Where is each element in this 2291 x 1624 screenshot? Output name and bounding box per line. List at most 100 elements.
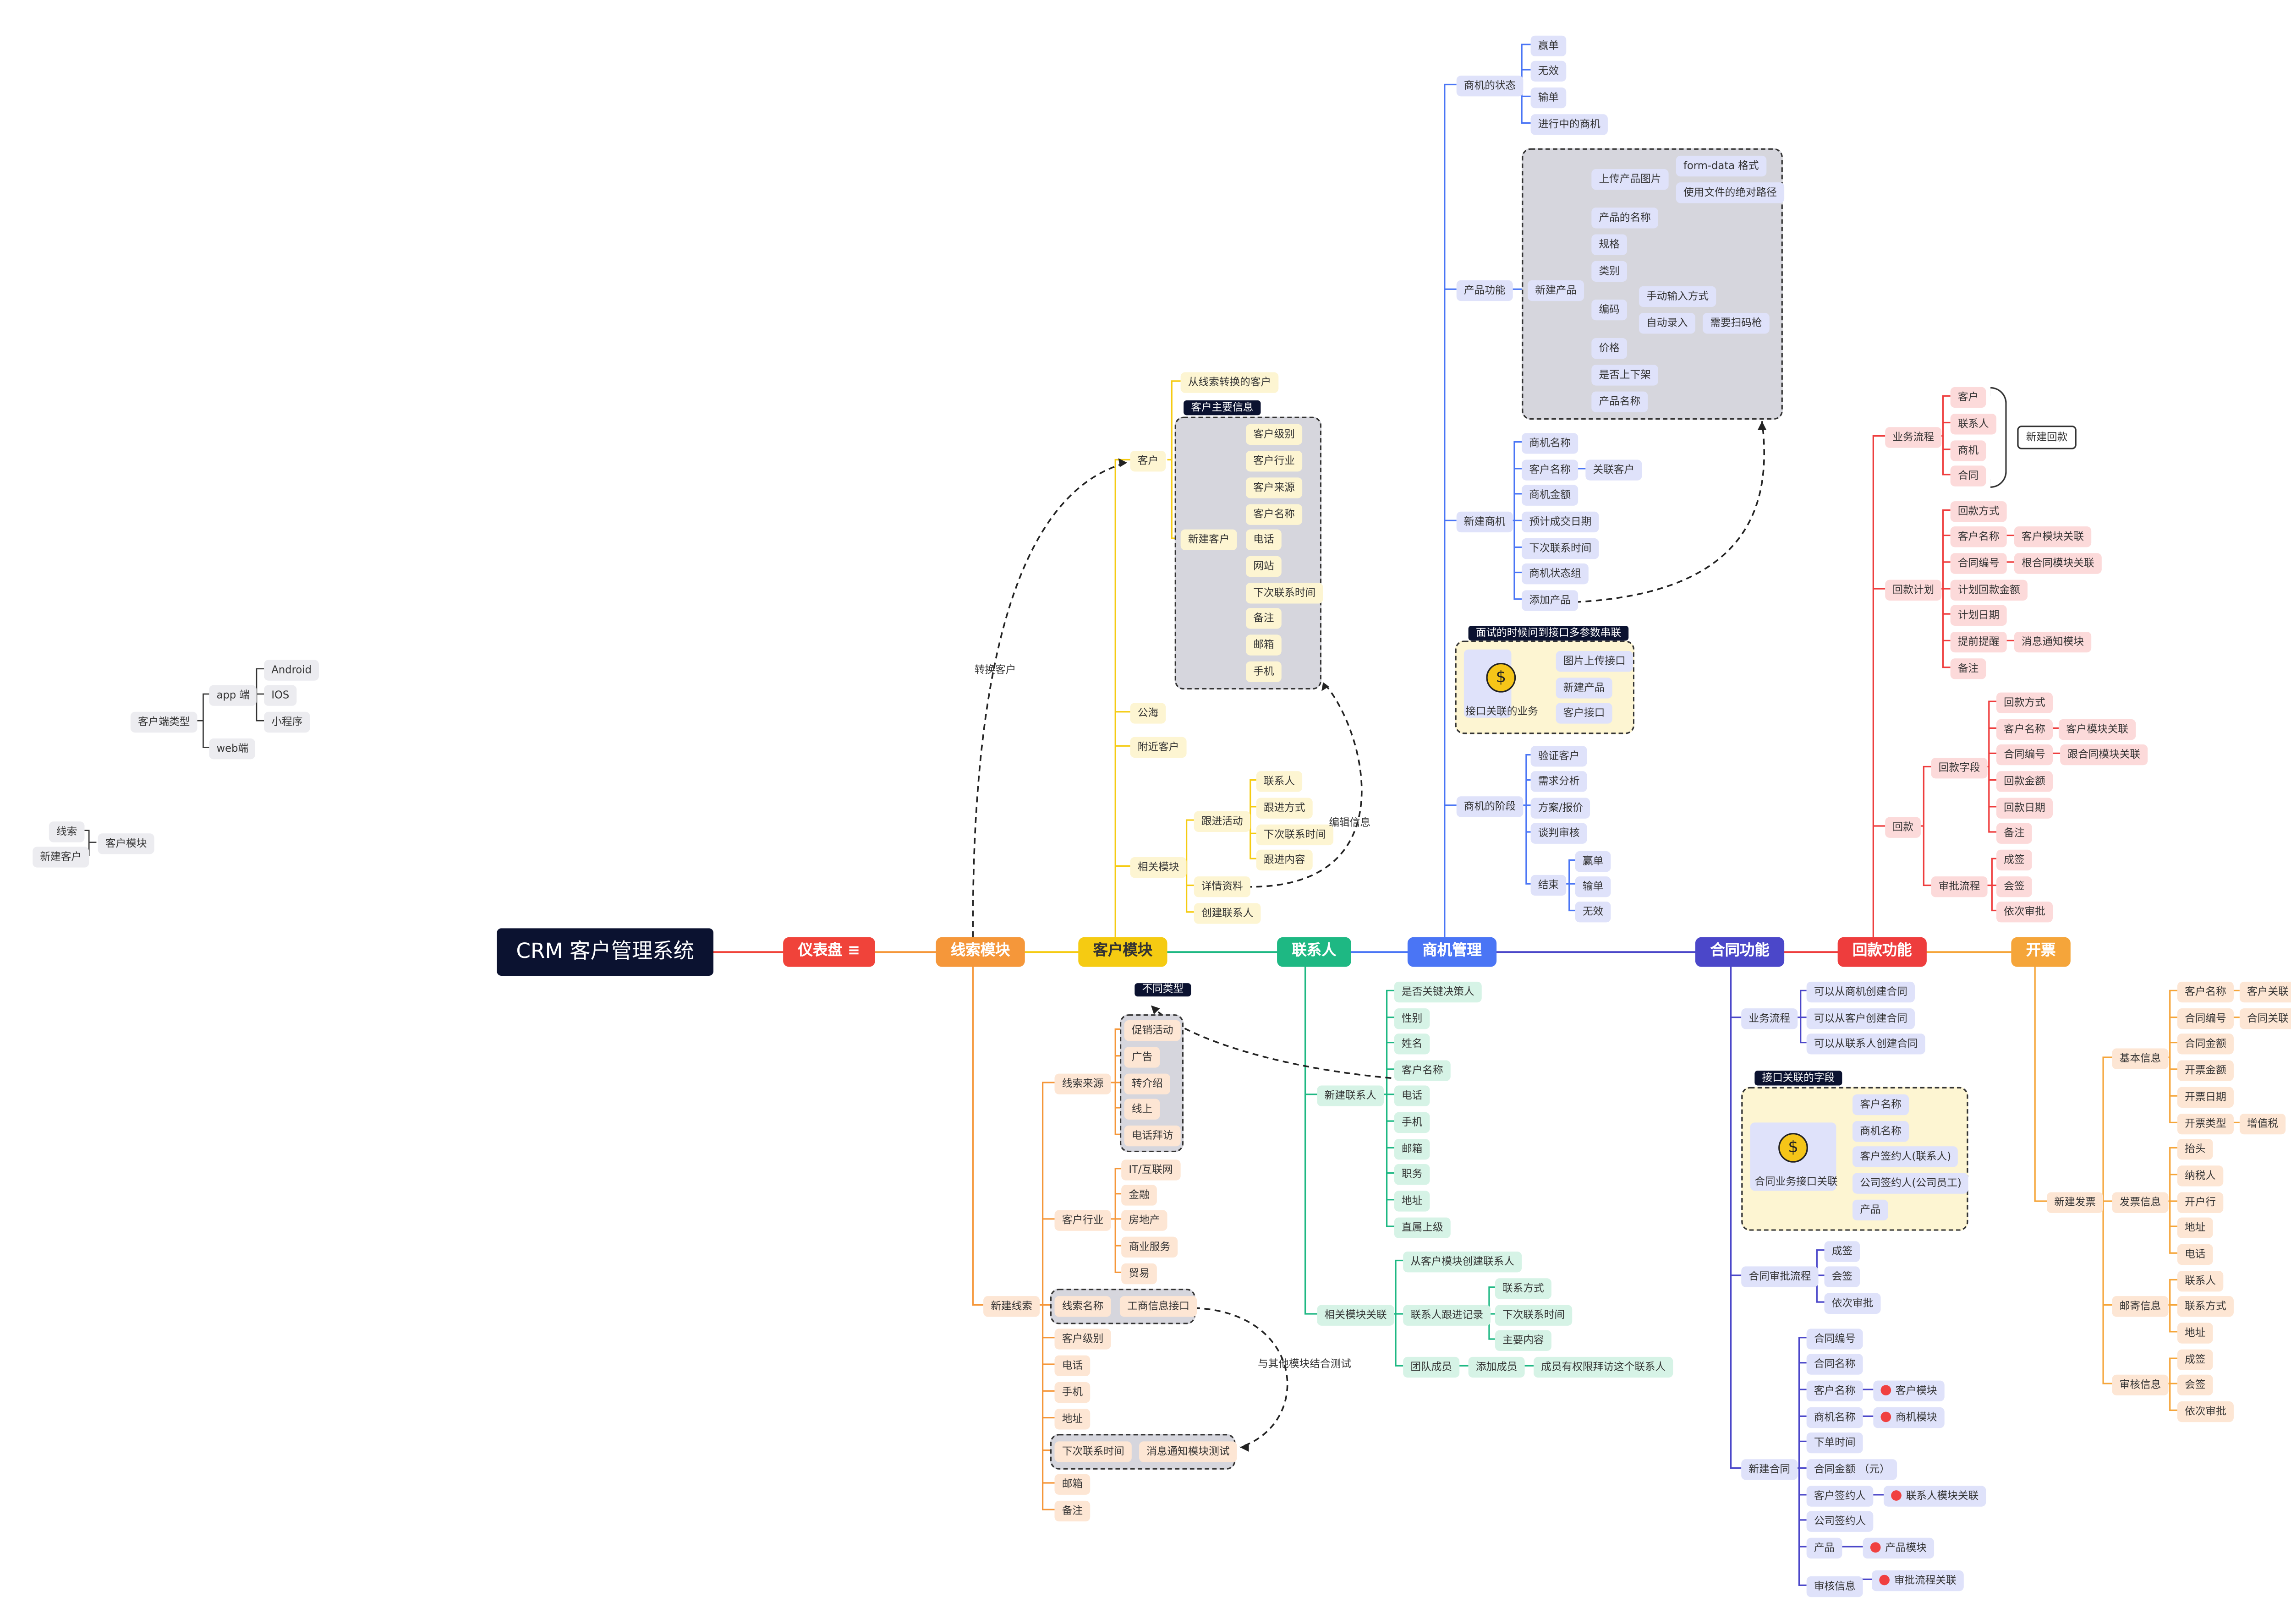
contract-field-node[interactable]: 下单时间 — [1806, 1432, 1863, 1454]
payment-plan-item[interactable]: 客户名称 — [1950, 526, 2007, 547]
invoice-info-item[interactable]: 地址 — [2177, 1217, 2213, 1238]
product-field-node[interactable]: 是否上下架 — [1591, 365, 1658, 386]
app-client-node[interactable]: app 端 — [209, 685, 258, 706]
invoice-info-item[interactable]: 抬头 — [2177, 1139, 2213, 1160]
customer-field-node[interactable]: 电话 — [1246, 529, 1282, 550]
link-customer-node[interactable]: 关联客户 — [1585, 459, 1642, 481]
payment-plan-item[interactable]: 计划日期 — [1950, 605, 2007, 626]
invoice-basic-node[interactable]: 基本信息 — [2112, 1048, 2169, 1069]
contract-flow-item[interactable]: 可以从联系人创建合同 — [1806, 1033, 1925, 1055]
review-info-node[interactable]: 审核信息 — [2112, 1374, 2169, 1396]
contact-follow-item[interactable]: 下次联系时间 — [1495, 1305, 1573, 1326]
opp-field-node[interactable]: 商机状态组 — [1522, 563, 1589, 585]
invoice-info-item[interactable]: 电话 — [2177, 1244, 2213, 1265]
approval-link-node[interactable]: 审批流程关联 — [1872, 1570, 1964, 1591]
new-customer-node[interactable]: 新建客户 — [33, 847, 89, 868]
opp-field-node[interactable]: 客户名称 — [1522, 459, 1578, 481]
customer-link-node[interactable]: 客户模块关联 — [2014, 526, 2092, 547]
contract-link-node[interactable]: 跟合同模块关联 — [2060, 744, 2148, 766]
new-contact-node[interactable]: 新建联系人 — [1317, 1085, 1384, 1106]
lead-source-node[interactable]: 线索来源 — [1054, 1073, 1111, 1094]
opp-stage-item[interactable]: 谈判审核 — [1530, 823, 1587, 844]
payment-field-node[interactable]: 合同编号 — [1996, 744, 2053, 766]
contract-approval-item[interactable]: 会签 — [1824, 1266, 1860, 1287]
opp-field-node[interactable]: 商机金额 — [1522, 485, 1578, 506]
opp-field-node[interactable]: 预计成交日期 — [1522, 511, 1599, 533]
contract-field-node[interactable]: 客户名称 — [1806, 1380, 1863, 1401]
contract-flow-node[interactable]: 业务流程 — [1741, 1008, 1798, 1029]
payment-approval-node[interactable]: 审批流程 — [1931, 876, 1988, 897]
customer-field-node[interactable]: 客户级别 — [1246, 424, 1303, 445]
industry-item[interactable]: IT/互联网 — [1121, 1159, 1180, 1181]
mini-program-node[interactable]: 小程序 — [264, 711, 310, 733]
invoice-basic-item[interactable]: 开票类型 — [2177, 1113, 2234, 1135]
review-info-item[interactable]: 会签 — [2177, 1374, 2213, 1396]
payment-field-node[interactable]: 回款方式 — [1996, 692, 2053, 713]
contract-api-field[interactable]: 产品 — [1853, 1199, 1888, 1221]
root-node[interactable]: CRM 客户管理系统 — [497, 928, 713, 976]
opp-stage-item[interactable]: 需求分析 — [1530, 771, 1587, 792]
invoice-info-item[interactable]: 开户行 — [2177, 1192, 2224, 1213]
auto-input-node[interactable]: 自动录入 — [1639, 313, 1695, 334]
contact-field-node[interactable]: 性别 — [1394, 1008, 1430, 1029]
ios-node[interactable]: IOS — [264, 685, 297, 706]
lead-source-item[interactable]: 电话拜访 — [1124, 1125, 1181, 1147]
mail-info-node[interactable]: 邮寄信息 — [2112, 1296, 2169, 1317]
contact-field-node[interactable]: 邮箱 — [1394, 1139, 1430, 1160]
mail-info-item[interactable]: 地址 — [2177, 1323, 2213, 1344]
create-contact-node[interactable]: 创建联系人 — [1194, 903, 1261, 924]
contact-field-node[interactable]: 手机 — [1394, 1112, 1430, 1133]
lead-industry-node[interactable]: 客户行业 — [1054, 1210, 1111, 1231]
payment-flow-item[interactable]: 客户 — [1950, 387, 1986, 408]
contact-module-link-node[interactable]: 联系人模块关联 — [1883, 1486, 1986, 1507]
opp-status-item[interactable]: 进行中的商机 — [1530, 114, 1608, 135]
payment-node[interactable]: 回款功能 — [1837, 937, 1927, 967]
contract-field-node[interactable]: 公司签约人 — [1806, 1511, 1874, 1532]
customer-module-main-node[interactable]: 客户模块 — [1078, 937, 1167, 967]
payment-approval-item[interactable]: 会签 — [1996, 876, 2032, 897]
product-field-node[interactable]: 价格 — [1591, 338, 1627, 359]
upload-product-image-node[interactable]: 上传产品图片 — [1591, 169, 1669, 190]
contract-api-field[interactable]: 客户签约人(联系人) — [1853, 1146, 1959, 1167]
review-info-item[interactable]: 成签 — [2177, 1349, 2213, 1370]
absolute-path-node[interactable]: 使用文件的绝对路径 — [1676, 182, 1785, 203]
follow-item-node[interactable]: 跟进方式 — [1256, 798, 1313, 819]
contract-api-field[interactable]: 客户名称 — [1853, 1094, 1909, 1115]
opp-field-node[interactable]: 商机名称 — [1522, 433, 1578, 454]
api-item-node[interactable]: 图片上传接口 — [1556, 651, 1633, 672]
mail-info-item[interactable]: 联系方式 — [2177, 1296, 2234, 1317]
add-member-node[interactable]: 添加成员 — [1468, 1356, 1525, 1378]
contract-approval-item[interactable]: 成签 — [1824, 1241, 1860, 1262]
opportunity-node[interactable]: 商机管理 — [1407, 937, 1497, 967]
contract-field-node[interactable]: 商机名称 — [1806, 1407, 1863, 1428]
contract-api-field[interactable]: 商机名称 — [1853, 1121, 1909, 1142]
customer-module-link-node[interactable]: 客户模块 — [1873, 1380, 1945, 1401]
contract-api-field[interactable]: 公司签约人(公司员工) — [1853, 1173, 1969, 1194]
lead-node[interactable]: 线索 — [49, 821, 85, 842]
product-code-node[interactable]: 编码 — [1591, 299, 1627, 321]
payment-flow-item[interactable]: 合同 — [1950, 465, 1986, 487]
new-customer-main-node[interactable]: 新建客户 — [1180, 529, 1237, 550]
new-payment-node[interactable]: 新建回款 — [2017, 426, 2077, 449]
contract-link-node[interactable]: 根合同模块关联 — [2014, 553, 2102, 574]
invoice-basic-item[interactable]: 开票日期 — [2177, 1087, 2234, 1108]
message-link-node[interactable]: 消息通知模块 — [2014, 631, 2092, 653]
payment-plan-node[interactable]: 回款计划 — [1885, 580, 1942, 601]
invoice-node[interactable]: 开票 — [2011, 937, 2071, 967]
contact-follow-item[interactable]: 主要内容 — [1495, 1330, 1551, 1351]
opp-status-item[interactable]: 赢单 — [1530, 35, 1567, 57]
payment-flow-item[interactable]: 联系人 — [1950, 414, 1997, 435]
detail-info-node[interactable]: 详情资料 — [1194, 876, 1250, 897]
lead-field-node[interactable]: 客户级别 — [1054, 1329, 1111, 1350]
industry-item[interactable]: 商业服务 — [1121, 1236, 1178, 1258]
public-pool-node[interactable]: 公海 — [1130, 703, 1166, 724]
new-product-node[interactable]: 新建产品 — [1528, 280, 1584, 301]
industry-item[interactable]: 贸易 — [1121, 1263, 1157, 1285]
customer-field-node[interactable]: 客户名称 — [1246, 504, 1303, 525]
product-field-node[interactable]: 产品名称 — [1591, 391, 1648, 412]
lead-source-item[interactable]: 线上 — [1124, 1099, 1160, 1120]
new-invoice-node[interactable]: 新建发票 — [2047, 1192, 2104, 1213]
android-node[interactable]: Android — [264, 660, 319, 681]
payment-plan-item[interactable]: 回款方式 — [1950, 501, 2007, 522]
lead-remark-node[interactable]: 备注 — [1054, 1500, 1091, 1522]
